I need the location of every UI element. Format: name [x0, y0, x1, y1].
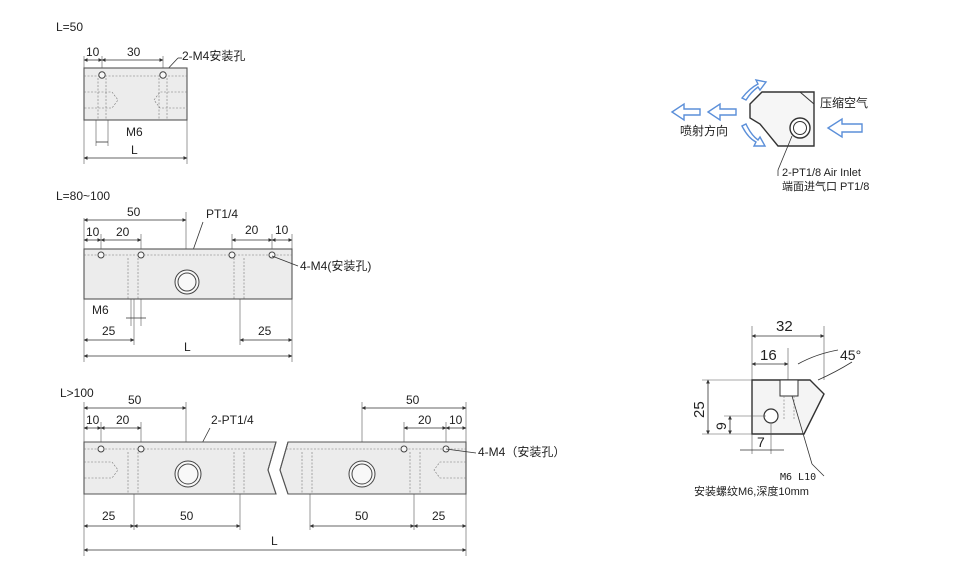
- dim-20-left: 20: [116, 225, 130, 239]
- mount-hole: [159, 71, 167, 79]
- screw-spec: M6 L10: [780, 472, 816, 483]
- spray-arrow-icon: [670, 102, 701, 122]
- spray-arrow-icon: [706, 102, 737, 122]
- airflow-view: 压缩空气 喷射方向 2-PT1/8 Air Inlet 端面进气口 PT1/8: [670, 79, 869, 193]
- dim-7: 7: [757, 434, 765, 450]
- thread-note: 安装螺纹M6,深度10mm: [694, 484, 809, 498]
- title-l50: L=50: [56, 20, 83, 34]
- compressed-air-arrow-icon: [826, 117, 863, 139]
- thread-m6: M6: [126, 125, 143, 139]
- air-port-inner: [177, 463, 199, 485]
- air-inlet-cn: 端面进气口 PT1/8: [782, 179, 869, 193]
- view-l80-100: L=80~100 50 10 20 PT1/4 20 10 4-M4(安装孔) …: [56, 189, 371, 362]
- angle-45: 45°: [840, 347, 861, 363]
- air-port-inner: [351, 463, 373, 485]
- spray-curl-icon: [740, 79, 768, 101]
- dim-50-left: 50: [128, 393, 142, 407]
- dim-50-right-bottom: 50: [355, 509, 369, 523]
- dim-25-left: 25: [102, 509, 116, 523]
- length-l: L: [271, 534, 278, 548]
- port-callout: 2-PT1/4: [211, 413, 254, 427]
- air-port-inner: [177, 272, 197, 292]
- mount-hole-callout: 2-M4安装孔: [182, 48, 245, 63]
- dim-20-right: 20: [245, 223, 259, 237]
- dim-32: 32: [776, 318, 793, 335]
- dim-10-right: 10: [449, 413, 463, 427]
- compressed-air-label: 压缩空气: [820, 95, 868, 110]
- mount-hole: [228, 251, 236, 259]
- dim-10-right: 10: [275, 223, 289, 237]
- dim-25-right: 25: [432, 509, 446, 523]
- dim-25-left: 25: [102, 324, 116, 338]
- mount-hole: [400, 445, 408, 453]
- view-l50: L=50 10 30 2-M4安装孔 M6 L: [56, 20, 245, 164]
- mount-hole: [137, 445, 145, 453]
- dim-20-left: 20: [116, 413, 130, 427]
- dim-10-left: 10: [86, 413, 100, 427]
- dim-50-right: 50: [406, 393, 420, 407]
- mount-hole: [97, 251, 105, 259]
- spray-curl-icon: [741, 123, 767, 147]
- hole-callout: 4-M4（安装孔）: [478, 444, 565, 459]
- thread-m6: M6: [92, 303, 109, 317]
- profile-hole: [763, 408, 779, 424]
- port-callout: PT1/4: [206, 207, 238, 221]
- dim-10-left: 10: [86, 225, 100, 239]
- length-l: L: [131, 143, 138, 157]
- dim-9: 9: [713, 422, 729, 430]
- dim-25-right: 25: [258, 324, 272, 338]
- title-l80: L=80~100: [56, 189, 110, 203]
- spray-direction-label: 喷射方向: [680, 123, 728, 138]
- dim-20-right: 20: [418, 413, 432, 427]
- block-body: [83, 67, 188, 121]
- mount-hole: [98, 71, 106, 79]
- length-l: L: [184, 340, 191, 354]
- hole-callout: 4-M4(安装孔): [300, 258, 371, 273]
- air-inlet-en: 2-PT1/8 Air Inlet: [782, 167, 861, 179]
- air-inlet: [789, 117, 811, 139]
- profile-view: 32 16 45° 25 9 7 M6 L10 安装螺纹M6,深度10mm: [691, 318, 861, 498]
- dim-50: 50: [127, 205, 141, 219]
- dim-10: 10: [86, 45, 100, 59]
- dim-50-left-bottom: 50: [180, 509, 194, 523]
- title-l100: L>100: [60, 386, 94, 400]
- dim-25: 25: [691, 401, 708, 418]
- mount-hole: [137, 251, 145, 259]
- dim-30: 30: [127, 45, 141, 59]
- dim-16: 16: [760, 347, 777, 364]
- mount-hole: [97, 445, 105, 453]
- view-l100-plus: L>100 50 50 10 20 2-PT1/4 20 10: [60, 386, 565, 556]
